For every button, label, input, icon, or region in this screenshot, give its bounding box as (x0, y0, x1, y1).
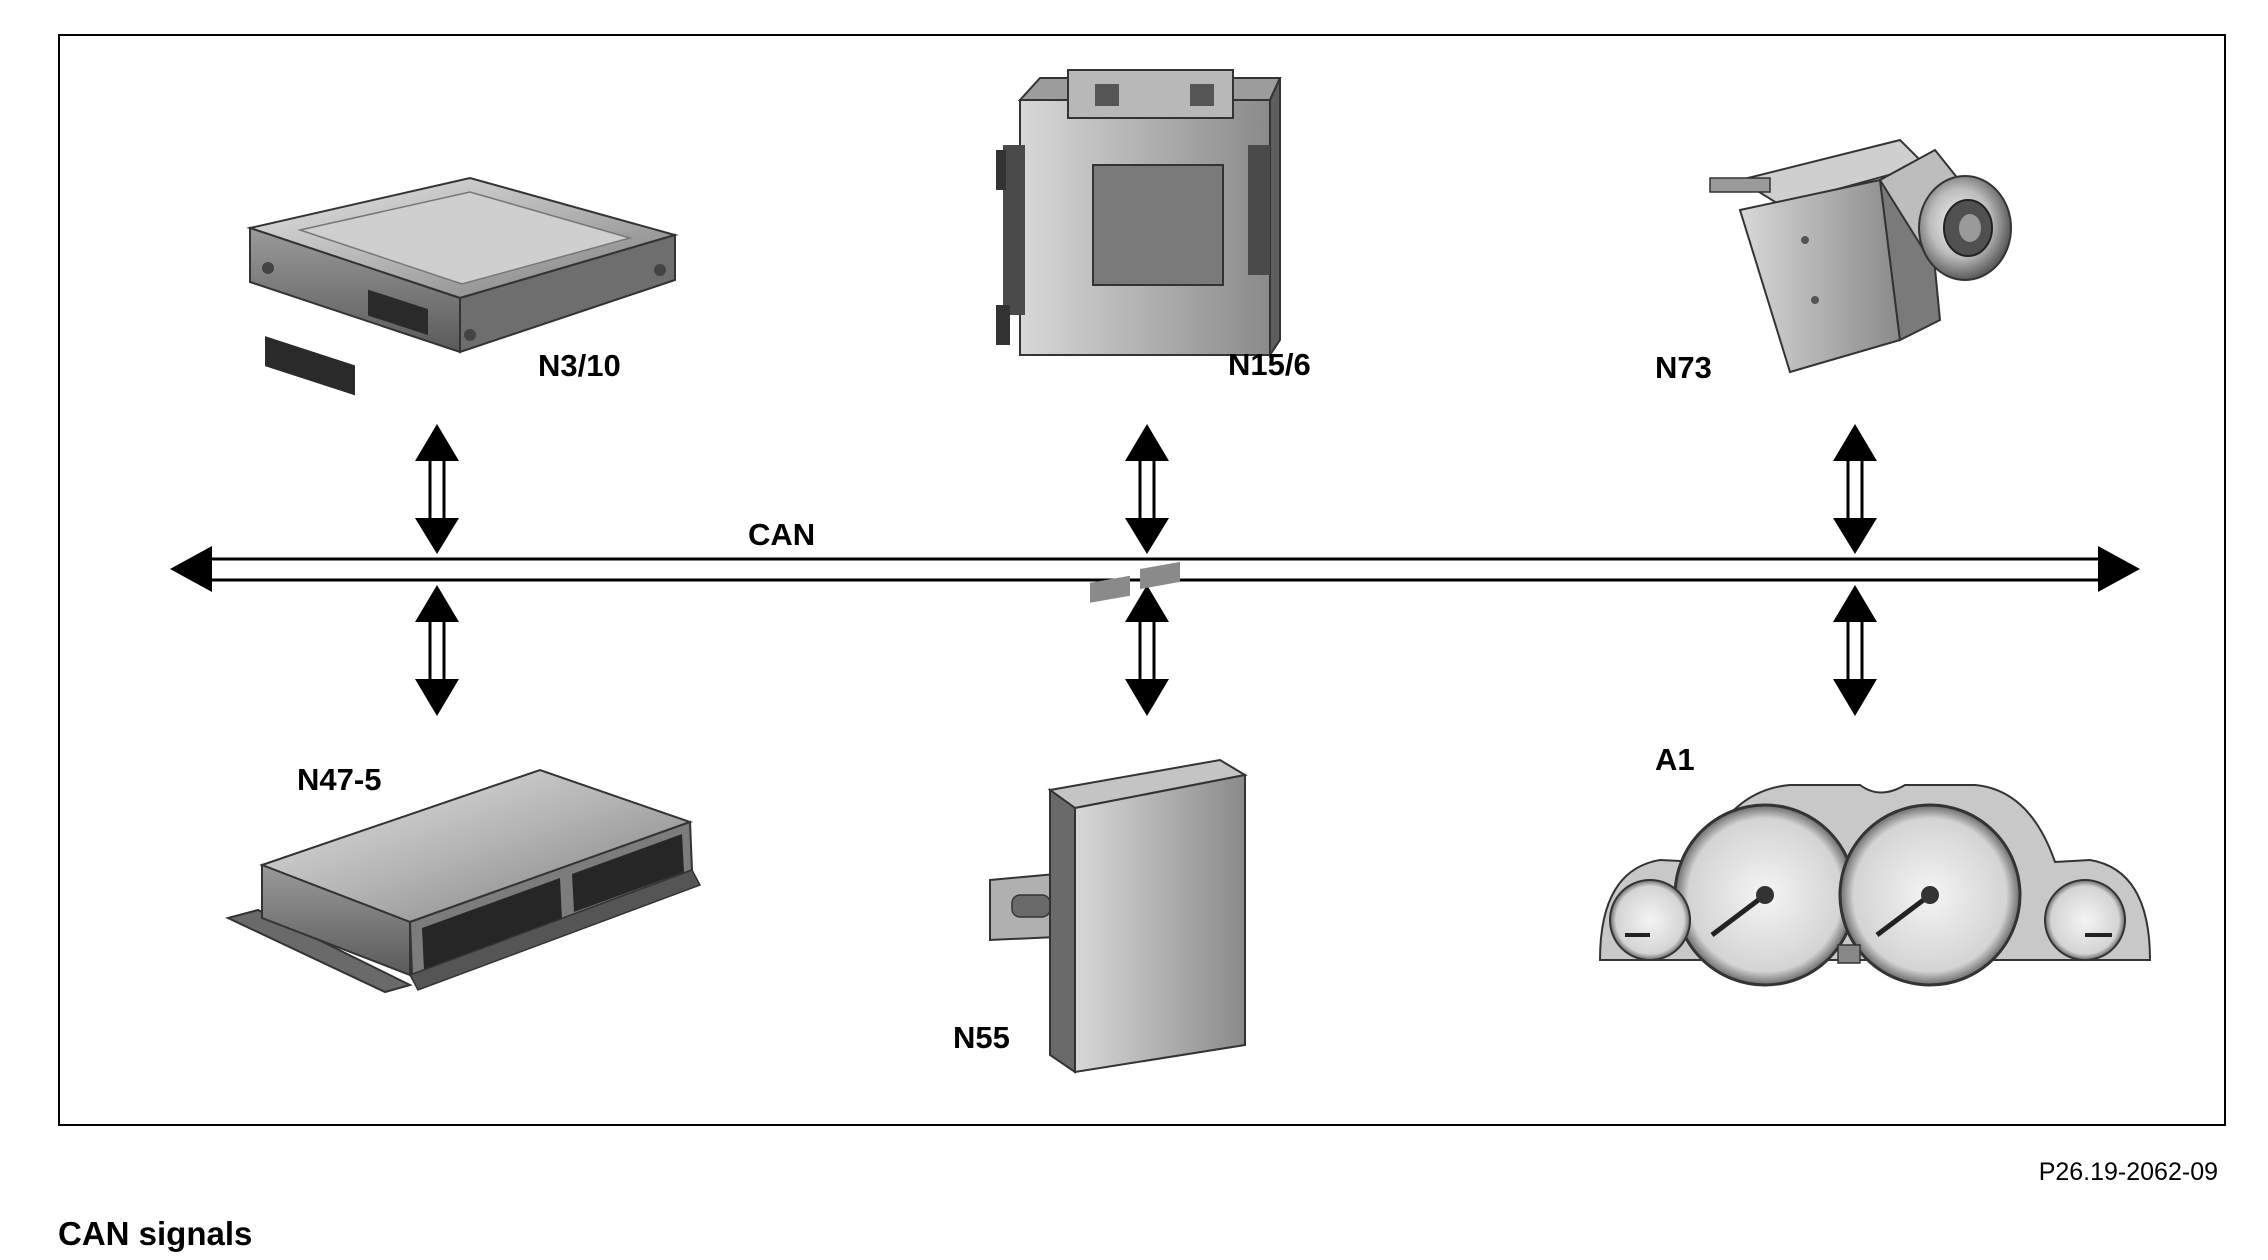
module-n55-label: N55 (953, 1020, 1010, 1055)
module-n3-10-label: N3/10 (538, 348, 621, 383)
figure-reference-number: P26.19-2062-09 (2039, 1158, 2218, 1186)
module-n15-6-device-image (996, 69, 1282, 359)
connector-arrow-n3-10 (415, 424, 459, 554)
module-n55-device-image (989, 561, 1248, 1074)
module-n47-5-device-image (225, 768, 702, 994)
connector-arrow-a1 (1833, 585, 1877, 716)
module-n15-6-label: N15/6 (1228, 347, 1311, 382)
can-bus-right-arrowhead (2098, 546, 2140, 592)
module-n3-10-device-image (246, 176, 679, 396)
module-n47-5-label: N47-5 (297, 762, 381, 797)
connector-arrow-n55 (1125, 585, 1169, 716)
module-n73-label: N73 (1655, 350, 1712, 385)
connector-arrow-n73 (1833, 424, 1877, 554)
module-n73-device-image (1709, 138, 2012, 374)
figure-caption: CAN signals (58, 1215, 252, 1252)
connector-arrow-n47-5 (415, 585, 459, 716)
diagram-frame (58, 34, 2226, 1126)
can-bus-left-arrowhead (170, 546, 212, 592)
connector-arrow-n15-6 (1125, 424, 1169, 554)
module-a1-label: A1 (1655, 742, 1695, 777)
can-bus-label: CAN (748, 517, 815, 552)
module-a1-device-image (1598, 784, 2152, 987)
